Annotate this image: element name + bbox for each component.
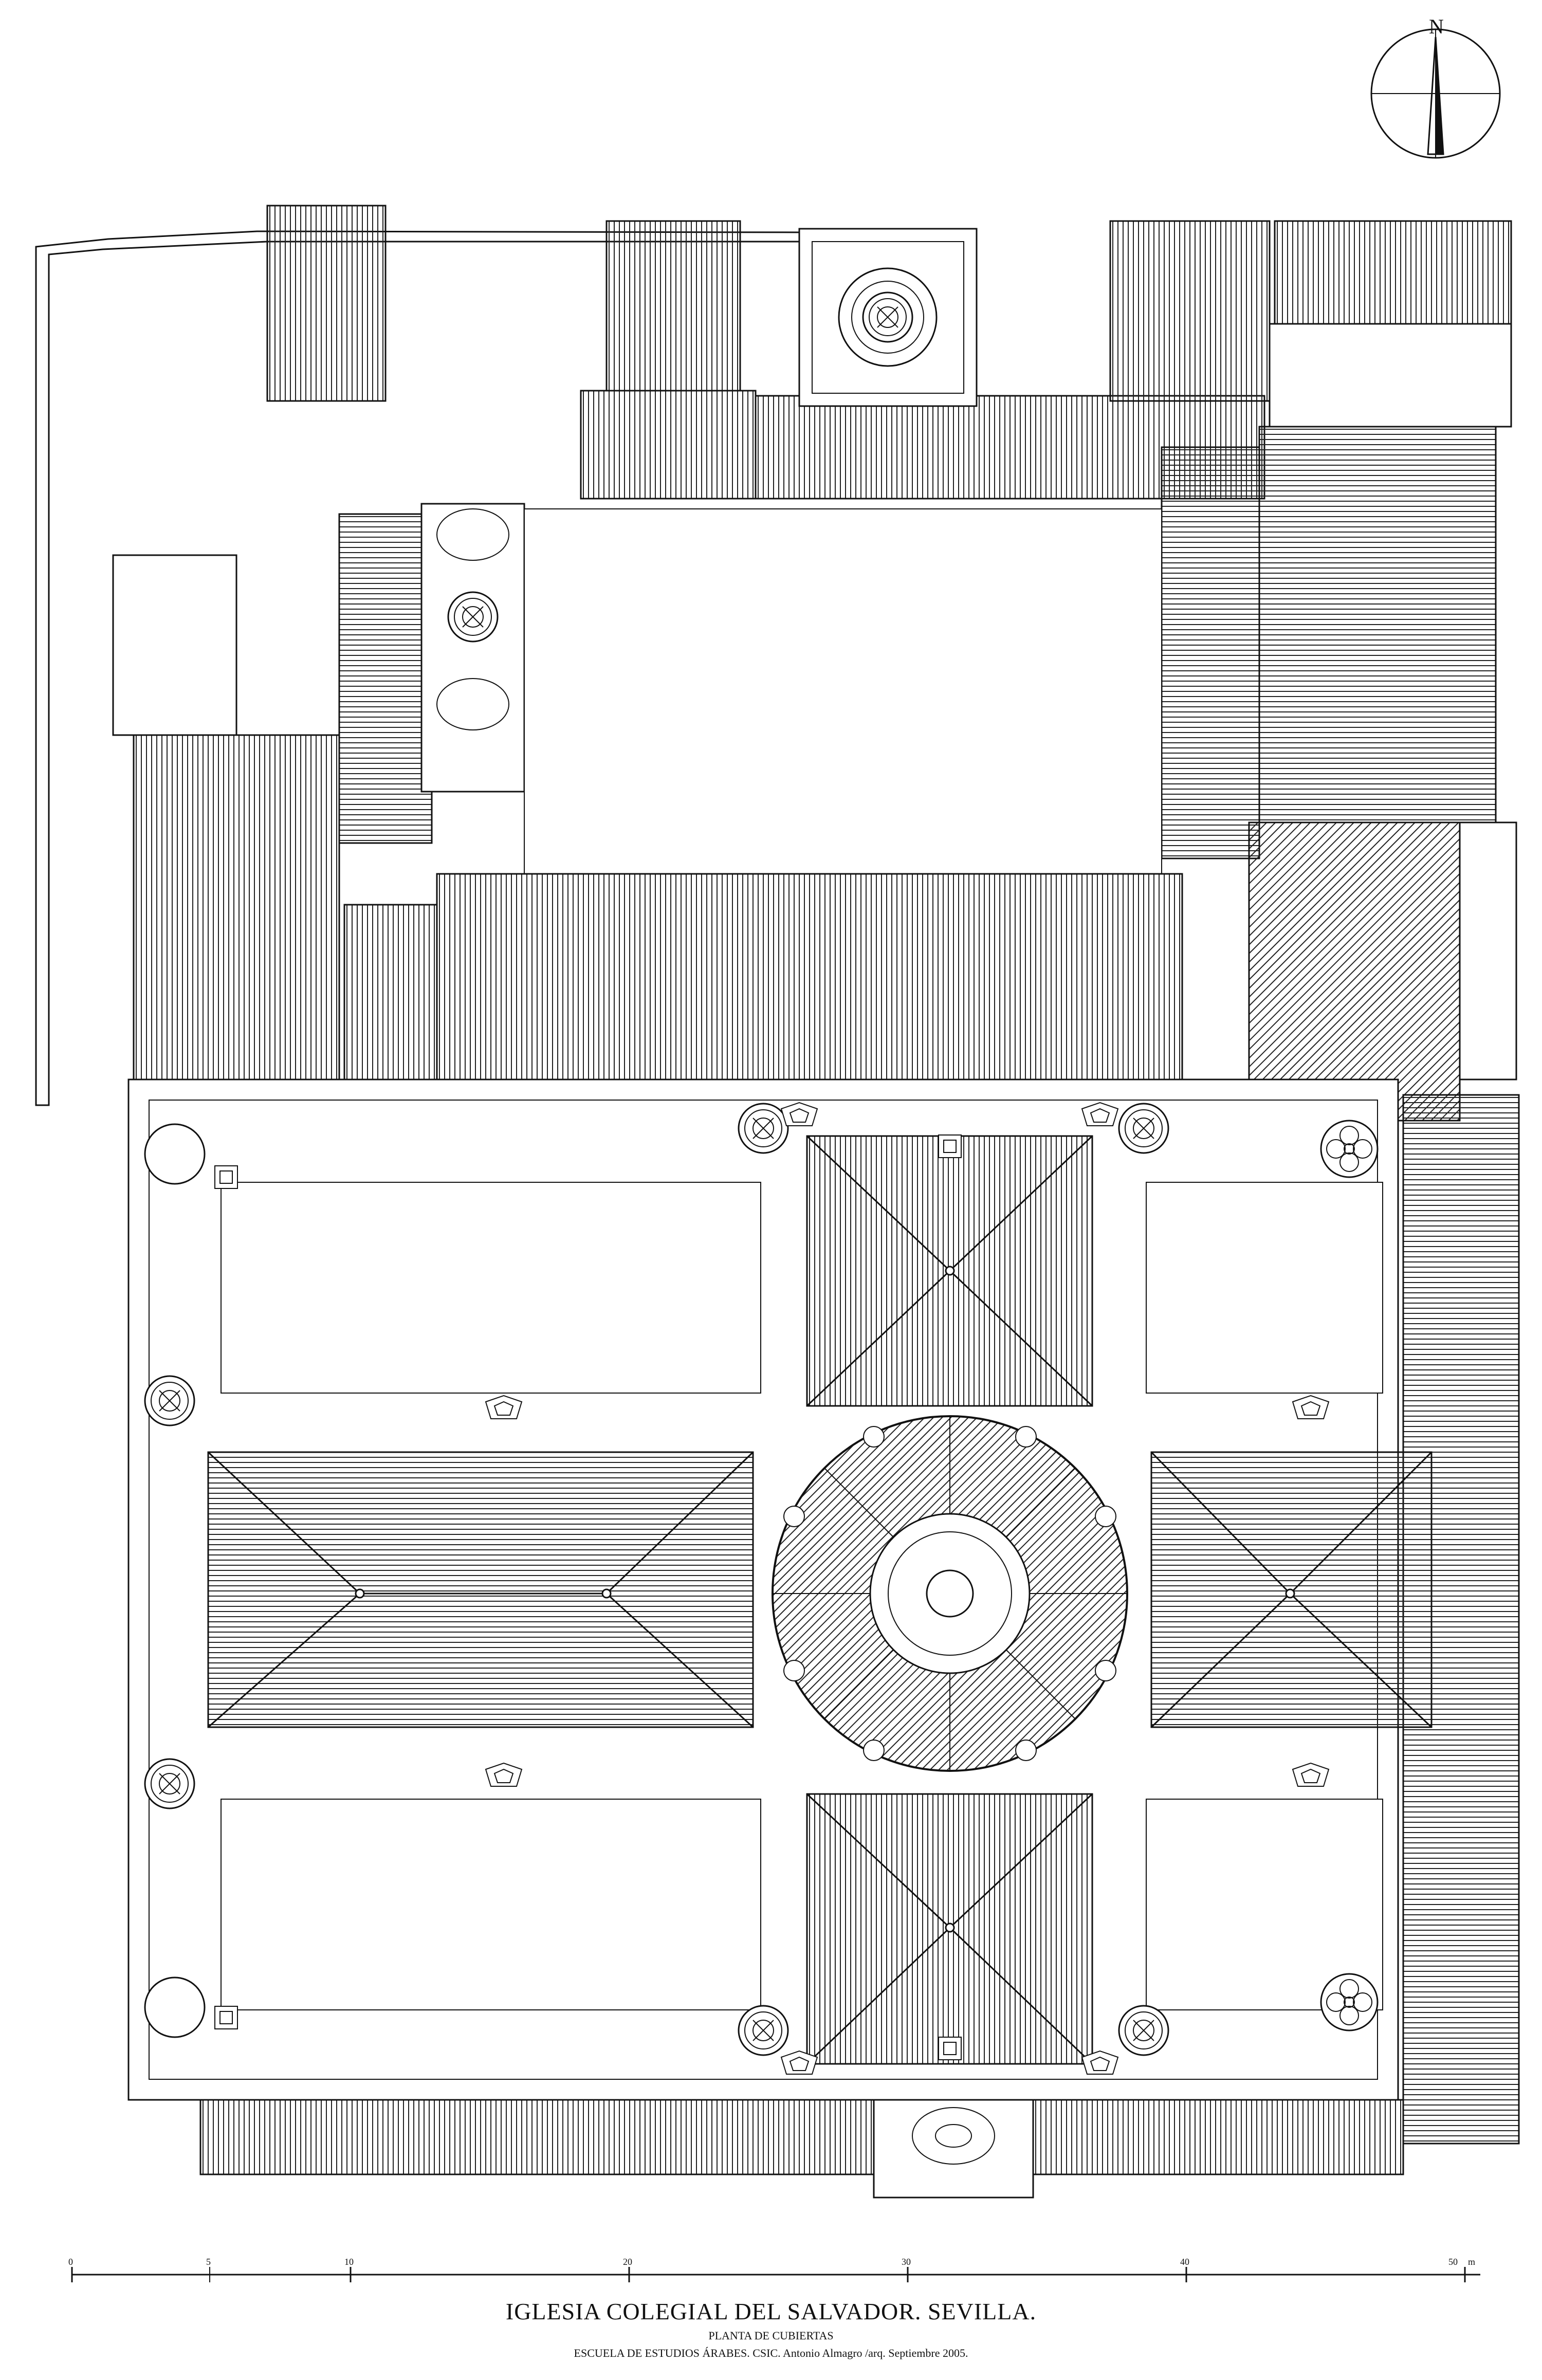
- drawing-title: IGLESIA COLEGIAL DEL SALVADOR. SEVILLA.: [505, 2298, 1037, 2324]
- church-main-body: [127, 1078, 1433, 2101]
- north-compass: [1370, 28, 1501, 159]
- drawing-subtitle: PLANTA DE CUBIERTAS: [708, 2329, 834, 2342]
- patio-fountain: [420, 503, 525, 793]
- graphic-scale: [71, 2267, 1480, 2282]
- bell-tower: [798, 228, 978, 407]
- patio-complex: [35, 205, 1517, 1122]
- south-portal: [873, 2099, 1034, 2199]
- east-lateral-roof: [1402, 1094, 1520, 2145]
- north-arm-roof: [806, 1135, 1093, 1407]
- east-arm-roof: [1150, 1451, 1433, 1728]
- drawing-credit: ESCUELA DE ESTUDIOS ÁRABES. CSIC. Antoni…: [574, 2347, 968, 2359]
- central-dome: [772, 1415, 1128, 1772]
- corner-turrets: [144, 1103, 1379, 2056]
- west-nave-roof: [207, 1451, 754, 1728]
- south-fringe: [199, 2099, 1404, 2199]
- south-arm-roof: [806, 1793, 1093, 2065]
